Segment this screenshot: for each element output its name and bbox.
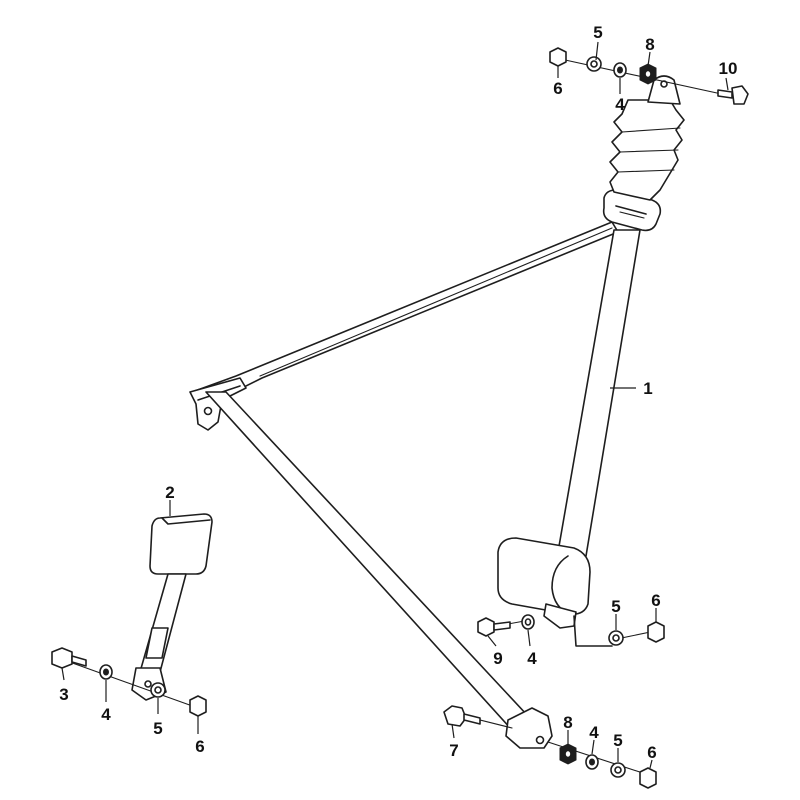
bottom-spacer-8-hole [564,749,572,759]
callout-5-mid: 5 [611,597,620,616]
leader-lines [61,41,729,769]
left-fastener-set [51,647,207,717]
leader-9 [487,635,497,647]
retractor-housing [497,537,591,616]
callout-5-bottom: 5 [613,731,622,750]
bottom-nut-6 [639,767,657,789]
top-nut-6 [549,47,567,67]
top-spacer-8-hole [644,69,652,79]
callout-6-bottom: 6 [647,743,656,762]
mid-washer-5-hole [612,634,620,642]
bottom-bolt-7 [443,705,467,727]
height-adjuster-bellows [609,99,685,201]
callout-8-top: 8 [645,35,654,54]
anchor-plate-hole [203,406,213,416]
callout-4-left: 4 [101,705,111,724]
lap-webbing [205,391,529,731]
top-bolt-10 [731,85,749,105]
bottom-washer-4-hole [589,758,595,766]
top-washer-5-hole [590,60,598,68]
retractor-mount-tab [543,603,577,629]
callout-10: 10 [719,59,738,78]
vertical-webbing [557,229,641,557]
top-bolt-10-shank [717,89,733,99]
callout-4-mid: 4 [527,649,537,668]
callout-6-top: 6 [553,79,562,98]
leader-8-top [647,51,651,67]
callout-8-bottom: 8 [563,713,572,732]
d-ring-slot-lower [619,211,645,219]
leader-5-top [595,41,599,61]
bottom-washer-5-hole [614,766,622,774]
seat-buckle-assembly [131,513,213,701]
left-bolt-shank [71,655,87,667]
mid-nut-6 [647,621,665,643]
mid-washer-4-hole [524,618,532,626]
middle-fastener-set [477,614,665,646]
left-assembly-axis [63,659,199,709]
upper-webbing-fold [259,227,613,377]
floor-anchor-hole [535,735,545,745]
mid-bolt-9-shank [493,621,511,631]
leader-7 [451,723,455,739]
buckle-head-top-edge [161,517,211,525]
left-washer-4-hole [103,668,109,676]
buckle-strap-sleeve [145,627,169,659]
retractor-mount-line [573,615,613,647]
callout-4-top: 4 [615,95,625,114]
callout-4-bottom: 4 [589,723,599,742]
callout-6-left: 6 [195,737,204,756]
seat-belt-assembly [189,75,685,749]
bellows-ridges [617,127,681,173]
left-washer-5-hole [154,686,162,694]
leader-4-mid [527,629,531,647]
top-washer-4-hole [617,66,623,74]
bottom-bolt-7-shank [463,713,481,725]
bottom-fastener-set [443,705,657,789]
leader-4-bottom [591,739,595,755]
buckle-head [149,513,213,575]
left-nut-6 [189,695,207,717]
callout-2: 2 [165,483,174,502]
leader-6-bottom [649,759,653,769]
leader-10 [725,77,729,91]
callout-7: 7 [449,741,458,760]
callout-1: 1 [643,379,652,398]
callout-5-left: 5 [153,719,162,738]
callout-3: 3 [59,685,68,704]
callout-6-mid: 6 [651,591,660,610]
callout-5-top: 5 [593,23,602,42]
callout-9: 9 [493,649,502,668]
buckle-anchor-hole [144,680,152,688]
leader-3 [61,667,65,681]
callout-labels: 5 8 6 4 10 1 2 3 4 5 6 9 4 5 6 7 8 4 5 6 [59,23,737,762]
left-bolt [51,647,73,669]
upper-webbing-band [191,221,619,405]
mid-bolt-9 [477,617,495,637]
d-ring-slot [615,205,647,215]
